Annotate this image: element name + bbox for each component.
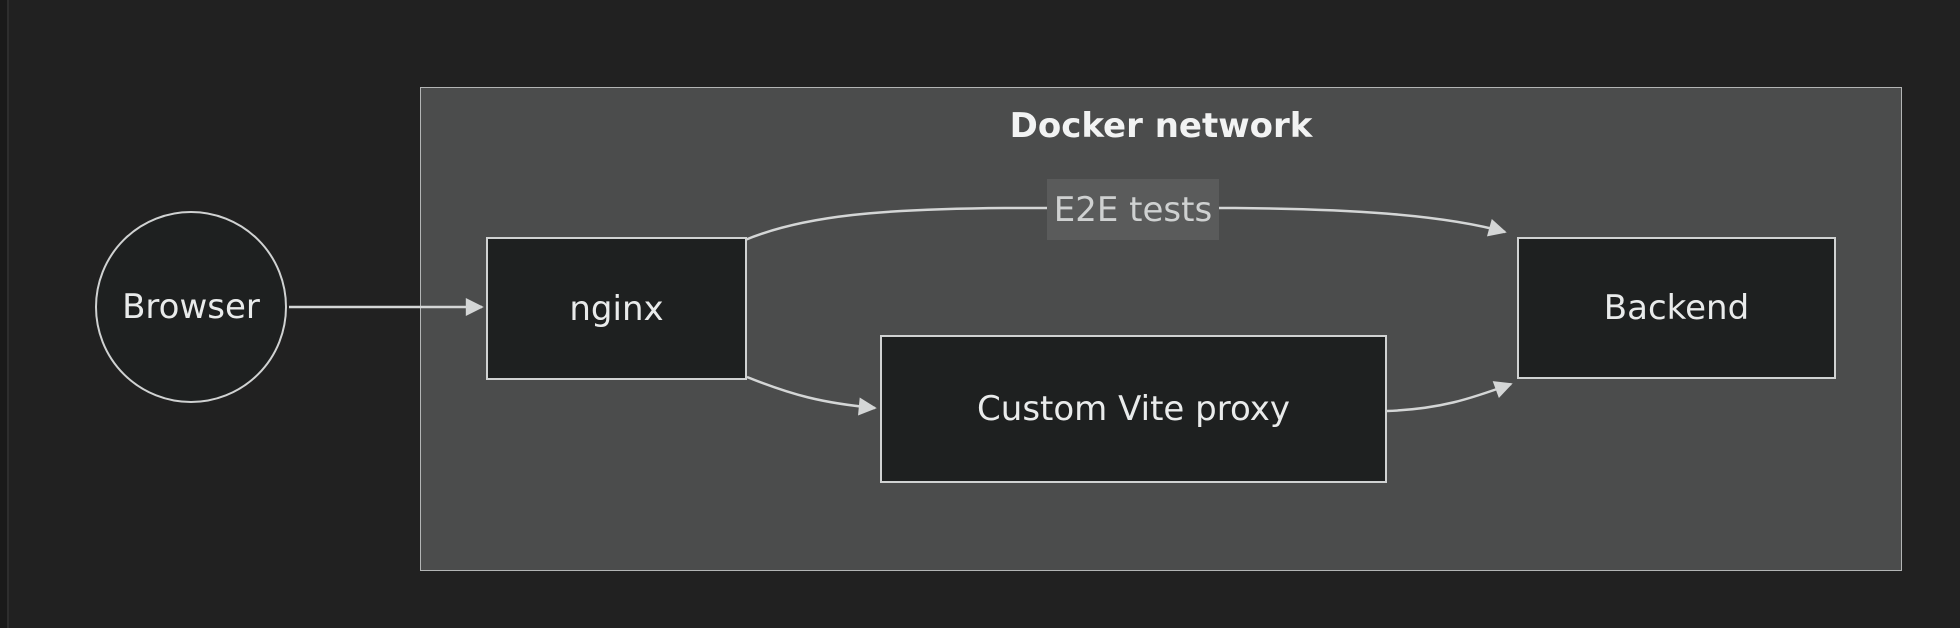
- edge-nginx-to-vite: [746, 375, 877, 416]
- edge-vite-to-backend: [1386, 381, 1513, 413]
- browser-node: Browser: [95, 211, 287, 403]
- backend-node: Backend: [1517, 237, 1836, 379]
- nginx-node: nginx: [486, 237, 747, 380]
- edge-label-e2e-tests: E2E tests: [1047, 179, 1219, 240]
- edge-label-text: E2E tests: [1053, 189, 1213, 230]
- backend-node-label: Backend: [1603, 288, 1750, 328]
- cluster-title: Docker network: [1009, 106, 1313, 146]
- window-edge-gutter: [0, 0, 9, 628]
- nginx-node-label: nginx: [569, 288, 664, 329]
- browser-node-label: Browser: [122, 287, 260, 327]
- custom-vite-proxy-node-label: Custom Vite proxy: [977, 389, 1290, 429]
- custom-vite-proxy-node: Custom Vite proxy: [880, 335, 1387, 483]
